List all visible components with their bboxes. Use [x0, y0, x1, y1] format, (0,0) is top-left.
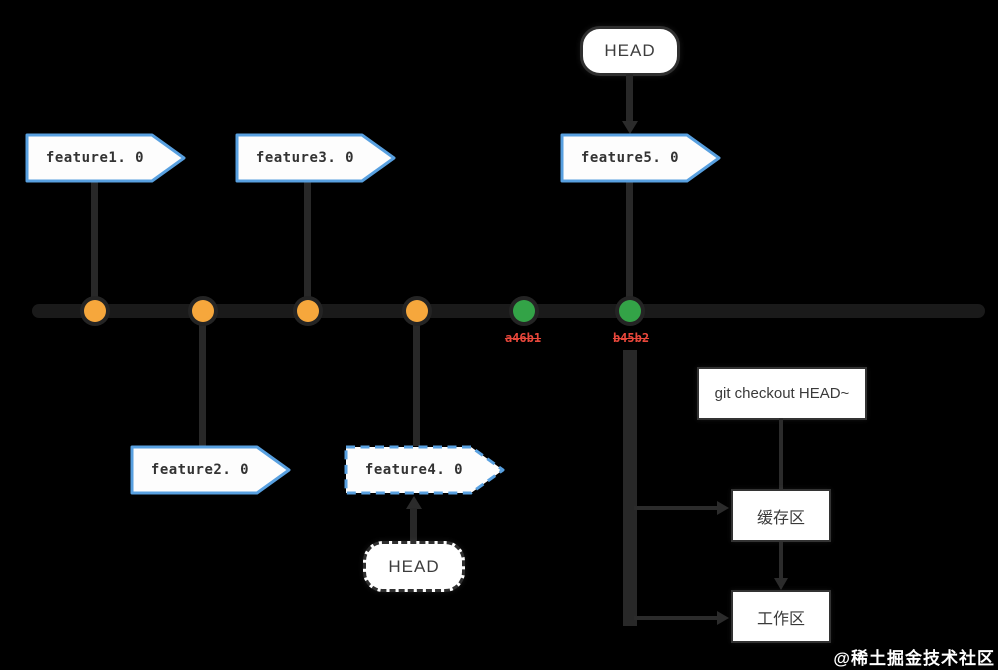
head-pointer-top-label: HEAD	[604, 41, 656, 60]
branch-flag-feature5: feature5. 0	[560, 133, 722, 183]
head-top-arrow-shaft	[626, 74, 633, 122]
commit-hash-1: a46b1	[504, 331, 542, 345]
work-area-box: 工作区	[731, 590, 831, 643]
branch-flag-label: feature2. 0	[150, 462, 250, 478]
cache-area-box: 缓存区	[731, 489, 831, 542]
cache-to-work-line	[779, 542, 783, 579]
flag-shape	[130, 445, 291, 495]
branch-flag-label: feature5. 0	[580, 150, 680, 166]
branch-flag-label: feature4. 0	[364, 462, 464, 478]
head-top-arrowhead-icon	[622, 121, 638, 134]
connector-feature4	[413, 316, 420, 446]
flag-shape	[560, 133, 721, 183]
branch-flag-label: feature3. 0	[255, 150, 355, 166]
commit-timeline	[32, 304, 985, 318]
connector-feature2	[199, 316, 206, 446]
branch-to-cache-line	[634, 506, 718, 510]
branch-to-work-line	[634, 616, 718, 620]
branch-flag-feature4: feature4. 0	[344, 445, 506, 495]
commit-dot-1	[84, 300, 106, 322]
head-pointer-bottom-label: HEAD	[388, 556, 440, 576]
commit-dot-6	[619, 300, 641, 322]
flag-shape	[25, 133, 186, 183]
work-area-label: 工作区	[756, 610, 805, 628]
branch-flag-label: feature1. 0	[45, 150, 145, 166]
commit-dot-3	[297, 300, 319, 322]
command-box-label: git checkout HEAD~	[714, 385, 850, 402]
connector-feature5	[626, 181, 633, 306]
command-to-cache-line	[779, 418, 783, 489]
branch-flag-feature1: feature1. 0	[25, 133, 187, 183]
branch-flag-feature2: feature2. 0	[130, 445, 292, 495]
head-bottom-arrowhead-icon	[406, 496, 422, 509]
flag-shape	[235, 133, 396, 183]
commit-dot-2	[192, 300, 214, 322]
cache-to-work-arrowhead-icon	[774, 578, 788, 590]
commit-hash-2: b45b2	[612, 331, 650, 345]
commit-to-areas-line	[623, 350, 637, 626]
command-box: git checkout HEAD~	[697, 367, 867, 420]
head-pointer-bottom: HEAD	[363, 541, 465, 592]
cache-arrowhead-icon	[717, 501, 729, 515]
commit-dot-4	[406, 300, 428, 322]
head-bottom-arrow-shaft	[410, 508, 417, 542]
work-arrowhead-icon	[717, 611, 729, 625]
connector-feature1	[91, 181, 98, 306]
branch-flag-feature3: feature3. 0	[235, 133, 397, 183]
commit-dot-5	[513, 300, 535, 322]
connector-feature3	[304, 181, 311, 306]
flag-shape	[344, 445, 505, 495]
cache-area-label: 缓存区	[756, 509, 805, 527]
head-pointer-top: HEAD	[580, 26, 680, 76]
watermark: @稀土掘金技术社区	[833, 649, 995, 668]
